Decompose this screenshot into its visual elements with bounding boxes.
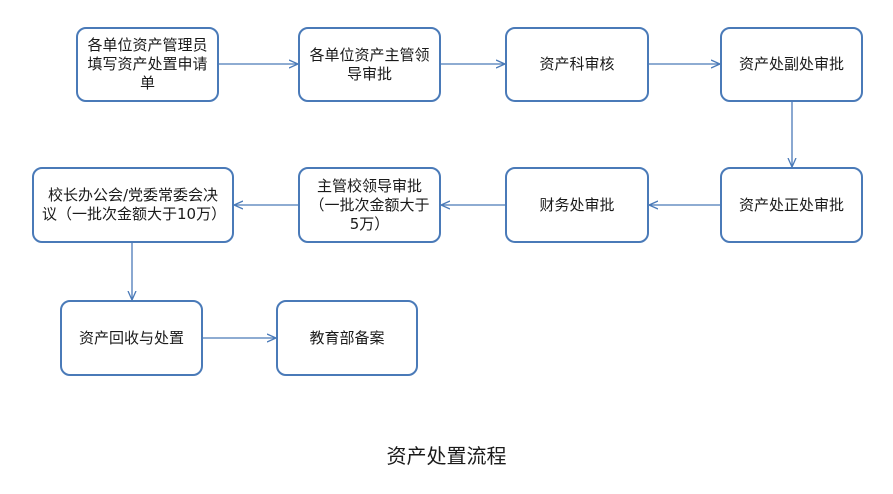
node-label: 各单位资产管理员填写资产处置申请单: [87, 36, 208, 92]
node-label: 资产处副处审批: [738, 55, 844, 73]
node-label: 教育部备案: [309, 328, 385, 347]
node-school-leader-approval: 主管校领导审批（一批次金额大于5万）: [298, 167, 441, 243]
node-director-approval: 资产处正处审批: [720, 167, 863, 243]
node-president-committee-resolution: 校长办公会/党委常委会决议（一批次金额大于10万）: [32, 167, 234, 243]
node-label: 资产科审核: [539, 55, 615, 73]
node-asset-section-review: 资产科审核: [505, 27, 649, 102]
node-unit-leader-approval: 各单位资产主管领导审批: [298, 27, 441, 102]
node-asset-recovery-disposal: 资产回收与处置: [60, 300, 203, 376]
diagram-caption: 资产处置流程: [386, 444, 507, 468]
node-apply-disposal-form: 各单位资产管理员填写资产处置申请单: [76, 27, 219, 102]
node-label: 资产回收与处置: [78, 328, 184, 347]
node-label: 各单位资产主管领导审批: [309, 45, 430, 83]
node-label: 校长办公会/党委常委会决议（一批次金额大于10万）: [42, 186, 227, 223]
node-label: 主管校领导审批（一批次金额大于5万）: [309, 176, 430, 233]
node-label: 资产处正处审批: [738, 195, 844, 214]
node-finance-approval: 财务处审批: [505, 167, 649, 243]
node-ministry-filing: 教育部备案: [276, 300, 418, 376]
node-deputy-director-approval: 资产处副处审批: [720, 27, 863, 102]
node-label: 财务处审批: [539, 195, 615, 214]
